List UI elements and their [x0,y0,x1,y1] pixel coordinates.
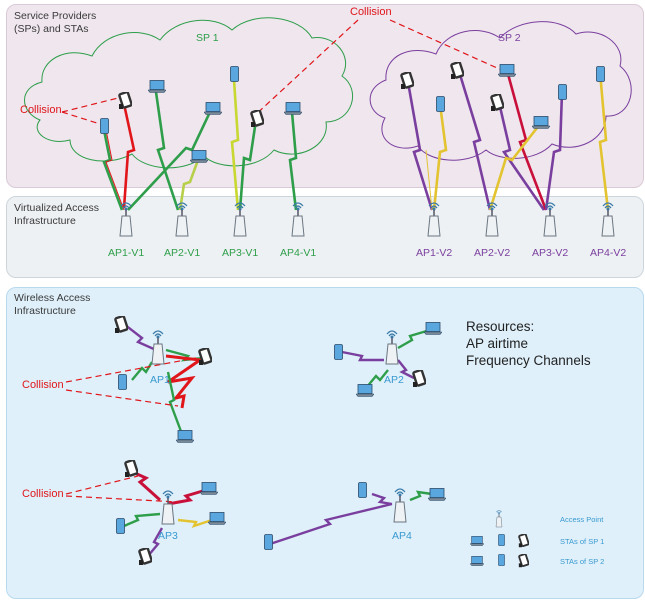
sp2-links [406,67,610,211]
legend-sp1-laptop-icon [470,536,484,546]
ap2-icon [385,330,399,365]
ap1-icon [151,330,165,365]
sp2-phone-icon [436,96,445,112]
collision-label: Collision [22,379,64,391]
collision-label: Collision [350,6,392,18]
phone-icon [334,344,343,360]
virtualized-infrastructure-panel [6,196,644,278]
sp1-cloud [24,17,353,169]
legend-sp2-handheld-icon [518,554,529,568]
collision-label: Collision [22,488,64,500]
sp2-phone-icon [596,66,605,82]
virtual-ap-icons [119,202,615,237]
handheld-icon [124,460,138,478]
sp2-laptop-icon [498,64,516,77]
collision-label: Collision [20,104,62,116]
sp1-laptop-icon [148,80,166,93]
sp1-laptop-icon [190,150,208,163]
legend-sp1-handheld-icon [518,534,529,548]
sp1-handheld-icon [250,110,264,128]
sp2-cloud-label: SP 2 [498,32,521,44]
legend-sp2-phone-icon [498,554,505,566]
sp1-laptop-icon [284,102,302,115]
collision-lines-top [61,19,507,125]
sp2-cloud [369,21,632,161]
phone-icon [118,374,127,390]
handheld-icon [412,370,426,388]
physical-ap-label: AP3 [158,530,178,542]
virtual-ap-label: AP3-V1 [222,247,259,259]
physical-ap-label: AP1 [150,374,170,386]
laptop-icon [176,430,194,443]
sp2-handheld-icon [450,62,464,80]
virtual-ap-label: AP2-V2 [474,247,511,259]
phone-icon [358,482,367,498]
phone-icon [264,534,273,550]
virtual-ap-label: AP3-V2 [532,247,569,259]
virtual-ap-label: AP1-V2 [416,247,453,259]
resources-item: AP airtime [466,336,529,351]
laptop-icon [200,482,218,495]
legend-sp2-laptop-icon [470,556,484,566]
service-providers-label: Service Providers (SPs) and STAs [14,10,97,35]
phone-icon [116,518,125,534]
wireless-infrastructure-panel [6,287,644,599]
virtual-ap-label: AP4-V1 [280,247,317,259]
legend-sp1-label: STAs of SP 1 [560,537,605,546]
wireless-label: Wireless Access Infrastructure [14,292,91,317]
sp1-laptop-icon [204,102,222,115]
sp2-handheld-icon [400,72,414,90]
resources-title: Resources: [466,319,535,334]
collision-lines-bottom [65,357,197,503]
legend-access-point-icon [495,510,503,528]
virtual-ap-label: AP2-V1 [164,247,201,259]
handheld-icon [114,316,128,334]
legend-sp2-label: STAs of SP 2 [560,557,605,566]
sp1-links [102,79,298,211]
sp2-phone-icon [558,84,567,100]
sp2-laptop-icon [532,116,550,129]
virtual-ap-label: AP1-V1 [108,247,145,259]
laptop-icon [356,384,374,397]
virtual-ap-label: AP4-V2 [590,247,627,259]
laptop-icon [428,488,446,501]
sp1-cloud-label: SP 1 [196,32,219,44]
ap4-icon [393,488,407,523]
resources-item: Frequency Channels [466,353,591,368]
physical-ap-label: AP2 [384,374,404,386]
wireless-links [123,323,433,557]
handheld-icon [138,548,152,566]
service-providers-panel [6,4,644,188]
sp1-handheld-icon [118,92,132,110]
ap3-icon [161,490,175,525]
laptop-icon [208,512,226,525]
handheld-icon [198,348,212,366]
legend-access-point-label: Access Point [560,515,604,524]
legend-sp1-phone-icon [498,534,505,546]
sp1-phone-icon [100,118,109,134]
sp2-handheld-icon [490,94,504,112]
virtualized-label: Virtualized Access Infrastructure [14,202,100,227]
physical-ap-label: AP4 [392,530,412,542]
laptop-icon [424,322,442,335]
sp1-phone-icon [230,66,239,82]
